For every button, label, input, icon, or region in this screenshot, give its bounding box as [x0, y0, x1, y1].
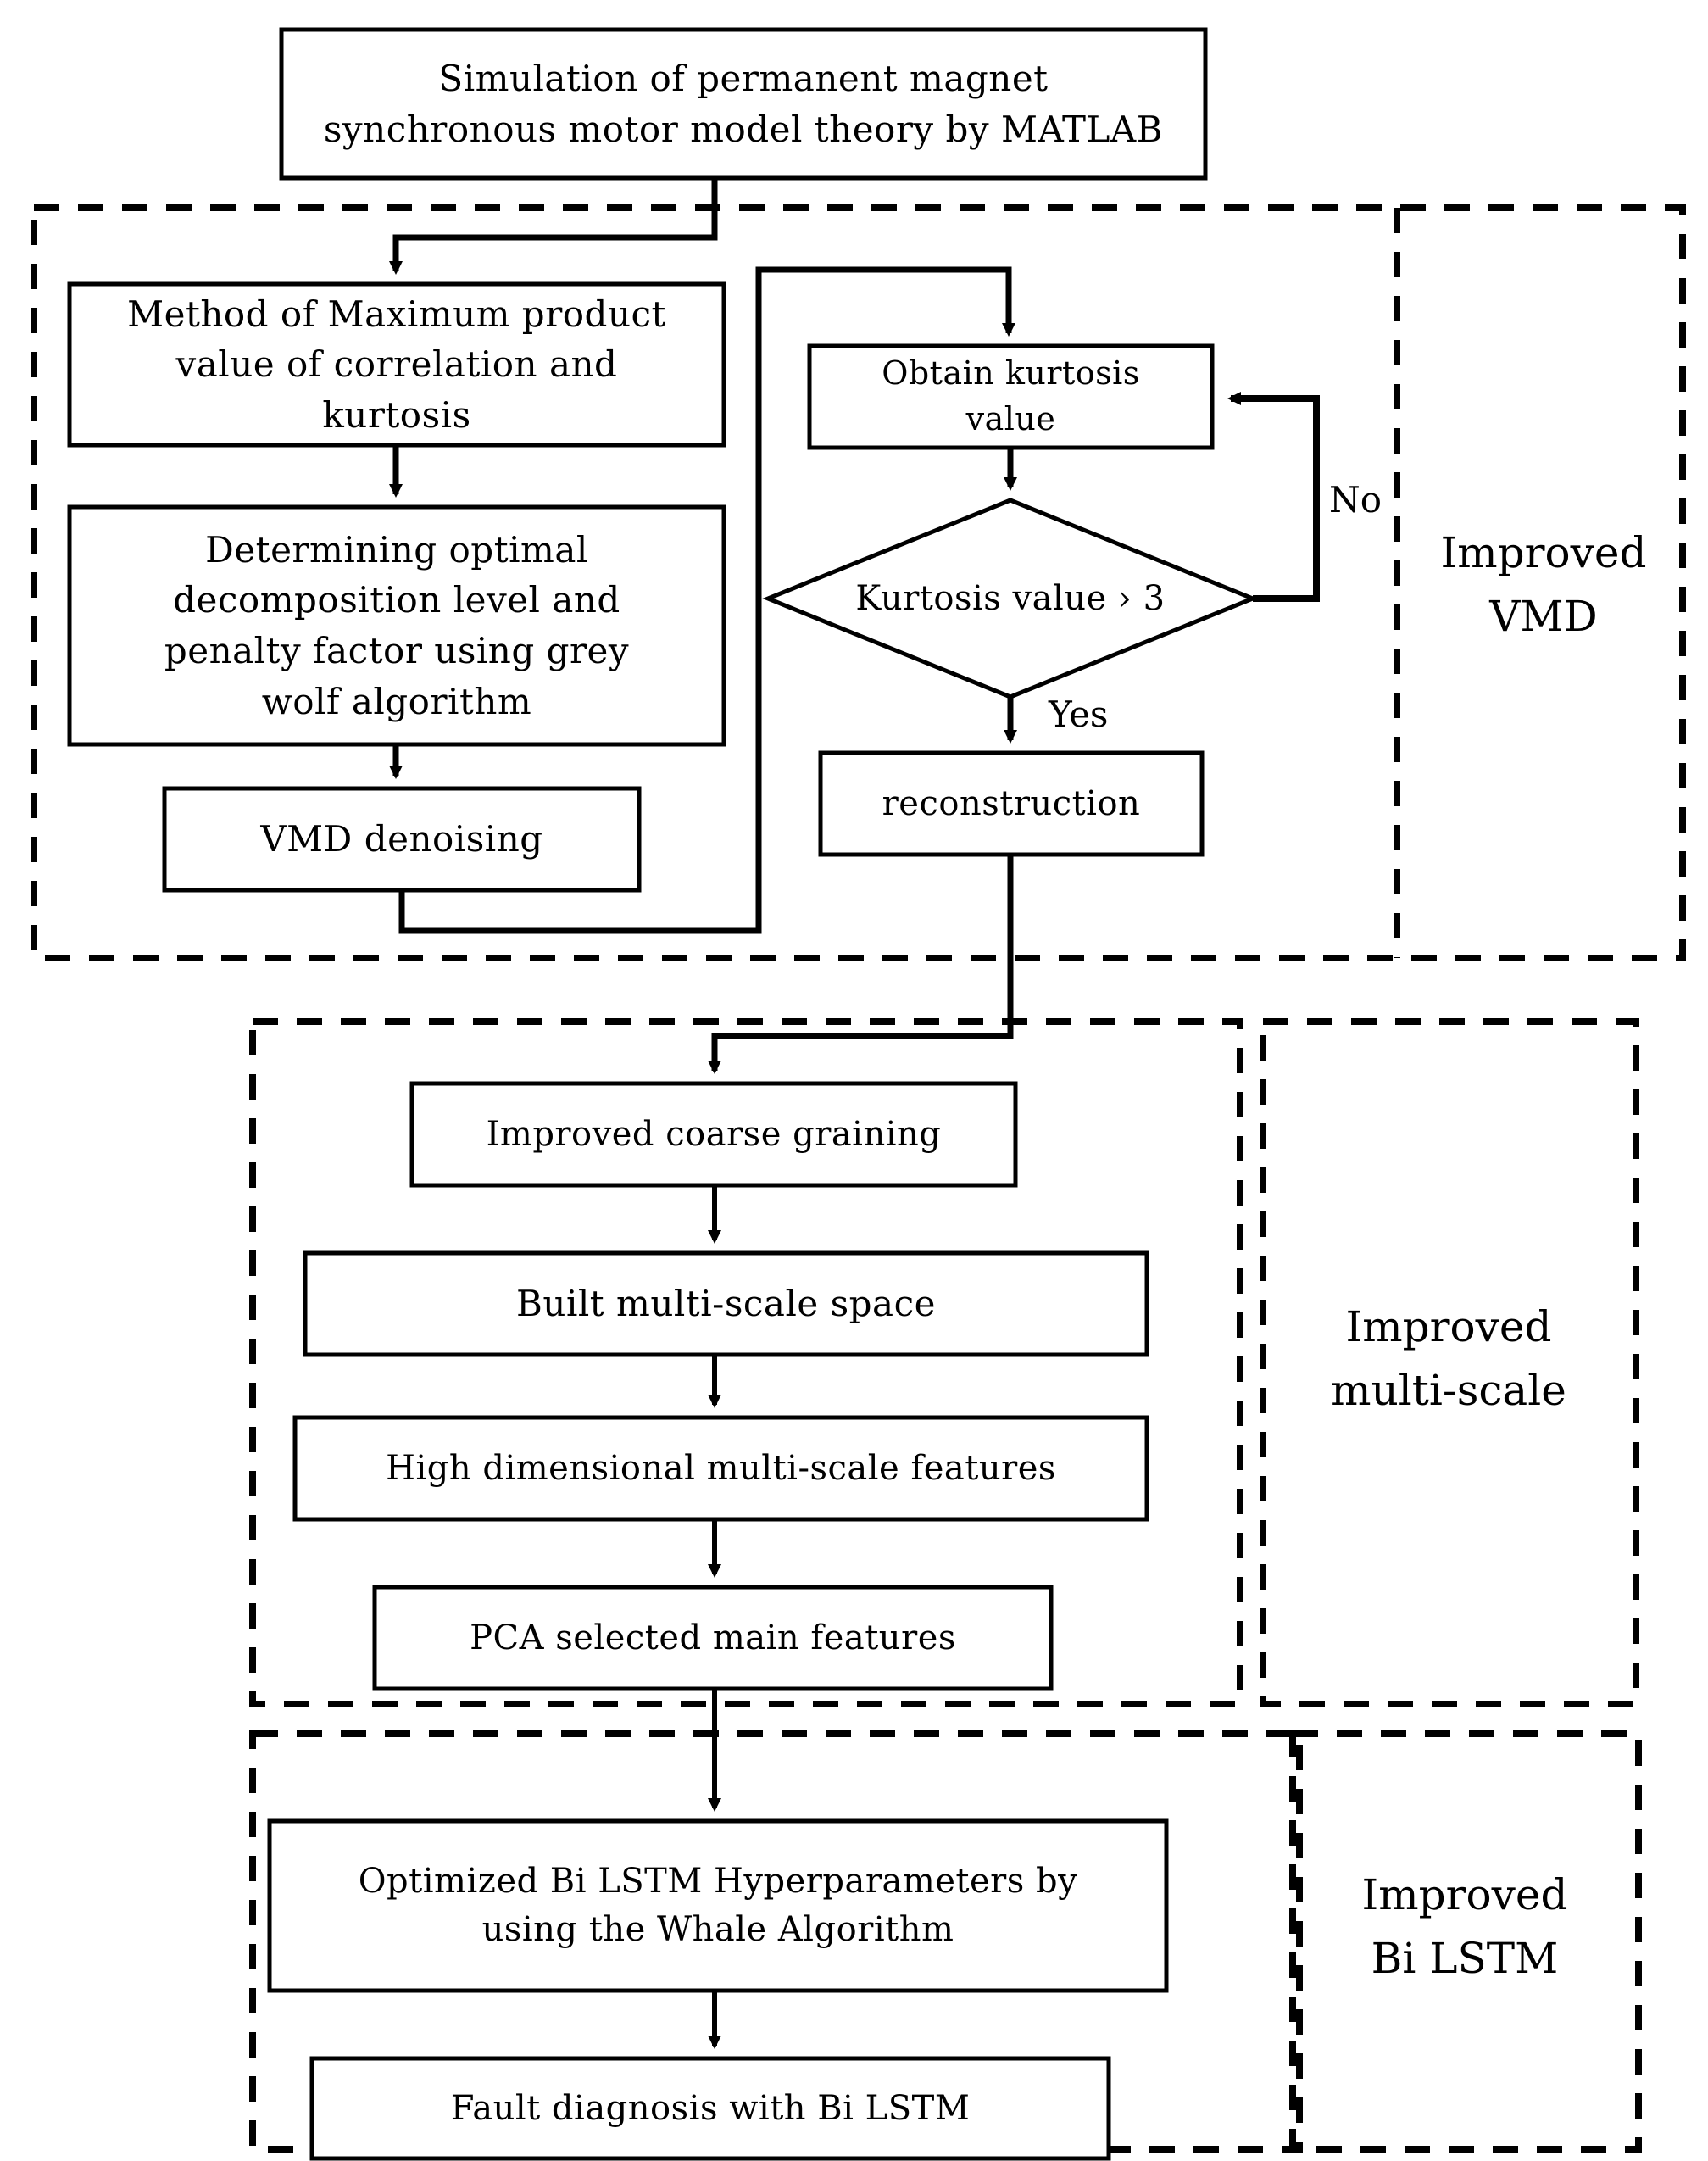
- node-box-optimized-bilstm: [267, 1818, 1169, 1993]
- node-box-determine-level: [67, 504, 726, 747]
- group-box-multiscale-content: [249, 1018, 1243, 1707]
- node-box-max-product: [67, 281, 726, 448]
- group-box-vmd: [31, 204, 1686, 961]
- connector-reconstruction-to-coarse-graining: [708, 855, 1014, 1074]
- group-label-bilstm: Improved Bi LSTM: [1361, 1870, 1568, 1983]
- node-box-start: [279, 27, 1208, 181]
- group-label-multiscale: Improved multi-scale: [1331, 1302, 1566, 1415]
- node-box-coarse-graining: [409, 1081, 1018, 1188]
- node-box-pca-features: [372, 1585, 1054, 1691]
- node-shape-kurtosis-decision: [762, 498, 1259, 699]
- node-box-reconstruction: [818, 750, 1205, 857]
- edge-label-yes: Yes: [1049, 693, 1109, 735]
- node-box-obtain-kurtosis: [807, 343, 1215, 450]
- connector-start-to-max-product: [389, 178, 718, 275]
- node-box-fault-diagnosis: [309, 2056, 1111, 2161]
- connector-vmd-denoising-to-obtain-kurtosis: [398, 266, 1015, 934]
- node-box-high-dim-features: [292, 1415, 1149, 1522]
- edge-label-no: No: [1329, 479, 1383, 521]
- node-box-multi-scale-space: [303, 1250, 1149, 1357]
- connector-decision-no-loop: [1227, 392, 1320, 602]
- group-label-vmd: Improved VMD: [1440, 528, 1647, 641]
- node-box-vmd-denoising: [162, 786, 642, 893]
- group-box-bilstm-label: [1289, 1730, 1642, 2153]
- group-box-multiscale-label: [1260, 1018, 1639, 1707]
